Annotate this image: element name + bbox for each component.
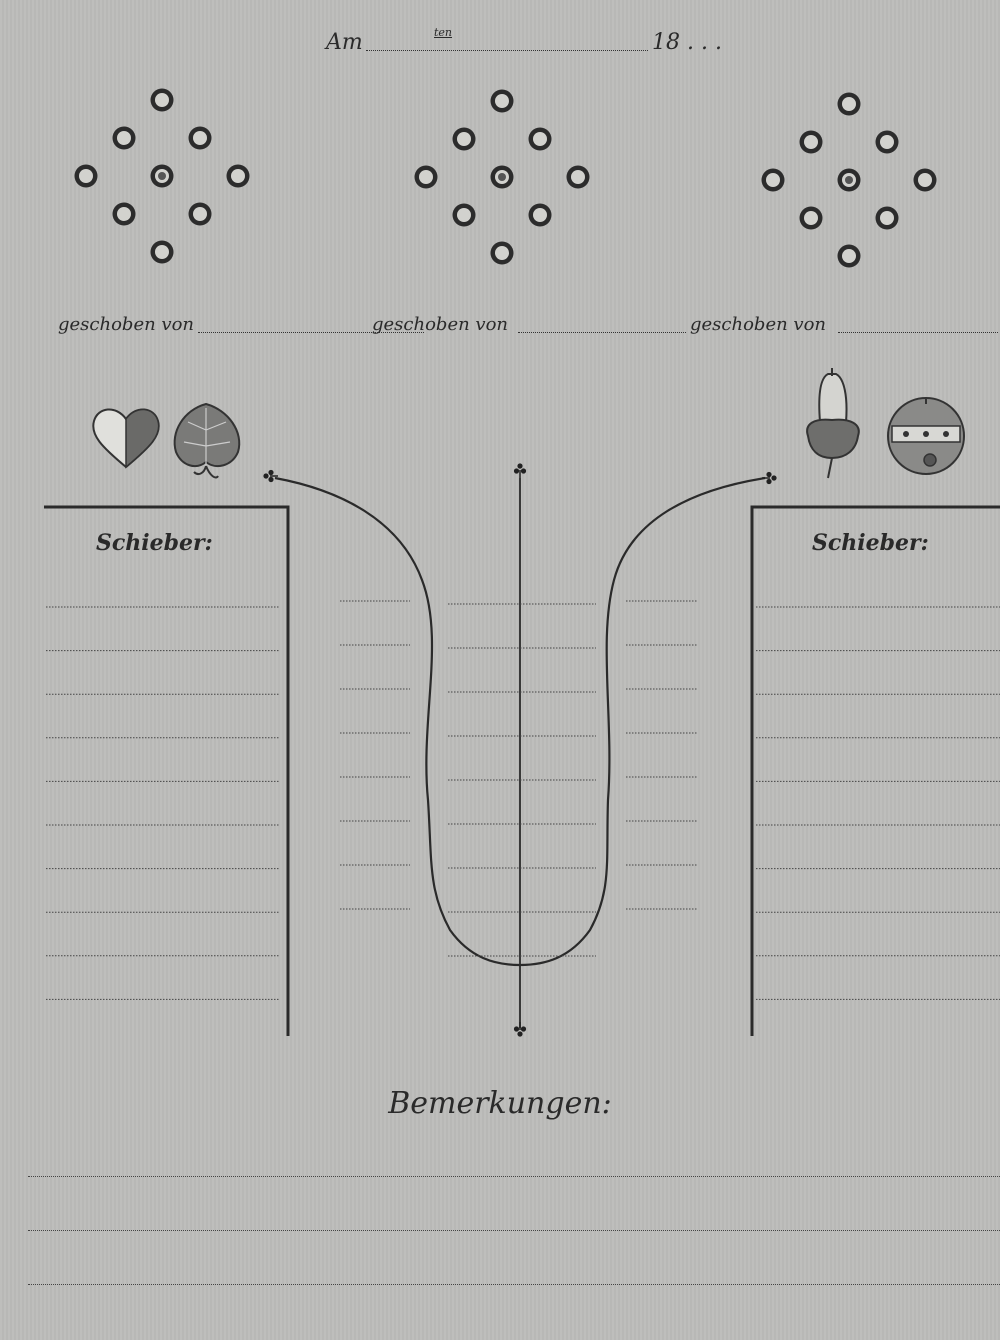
date-blank [366, 50, 648, 51]
pin [452, 203, 476, 227]
pin [452, 127, 476, 151]
pin [913, 168, 937, 192]
remarks-line [28, 1230, 1000, 1231]
pin [490, 165, 514, 189]
right-column-title: Schieber: [812, 530, 929, 556]
pin [566, 165, 590, 189]
pin [875, 130, 899, 154]
pin [490, 89, 514, 113]
pin [875, 206, 899, 230]
pin [761, 168, 785, 192]
pin [837, 92, 861, 116]
left-score-column [44, 505, 290, 1036]
pin [837, 244, 861, 268]
pin [490, 241, 514, 265]
ten-label: ten [434, 26, 453, 39]
center-score-lines [340, 600, 698, 957]
remarks-line [28, 1176, 1000, 1177]
right-score-column [750, 505, 1000, 1036]
remarks-title: Bemerkungen: [388, 1086, 612, 1121]
pin [112, 202, 136, 226]
heart-suit-icon [92, 408, 160, 469]
pin-diagram-2 [414, 89, 590, 265]
pin [226, 164, 250, 188]
pin [112, 126, 136, 150]
pin-diagrams [74, 88, 937, 268]
geschoben-von-3: geschoben von [690, 314, 998, 335]
pin [188, 202, 212, 226]
pin [837, 168, 861, 192]
pin [799, 130, 823, 154]
pin [414, 165, 438, 189]
pin [528, 203, 552, 227]
geschoben-von-1: geschoben von [58, 314, 424, 335]
year-label: 18 . . . [652, 30, 722, 55]
date-line: Am ten 18 . . . [326, 26, 746, 62]
pin-diagram-3 [761, 92, 937, 268]
club-icon [263, 469, 278, 483]
club-icon [762, 471, 777, 485]
left-column-title: Schieber: [96, 530, 213, 556]
pin-diagram-1 [74, 88, 250, 264]
am-label: Am [326, 30, 363, 55]
remarks-line [28, 1284, 1000, 1285]
pin [74, 164, 98, 188]
pin [528, 127, 552, 151]
pin [150, 240, 174, 264]
acorn-suit-icon [806, 368, 860, 479]
club-icon [513, 463, 527, 478]
bell-suit-icon [887, 397, 965, 475]
geschoben-von-2: geschoben von [372, 314, 686, 335]
pin [188, 126, 212, 150]
club-icon [513, 1022, 527, 1037]
pin [150, 164, 174, 188]
pin [150, 88, 174, 112]
pin [799, 206, 823, 230]
leaf-suit-icon [173, 402, 241, 479]
geschoben-von-row: geschoben von geschoben von geschoben vo… [0, 314, 1000, 344]
